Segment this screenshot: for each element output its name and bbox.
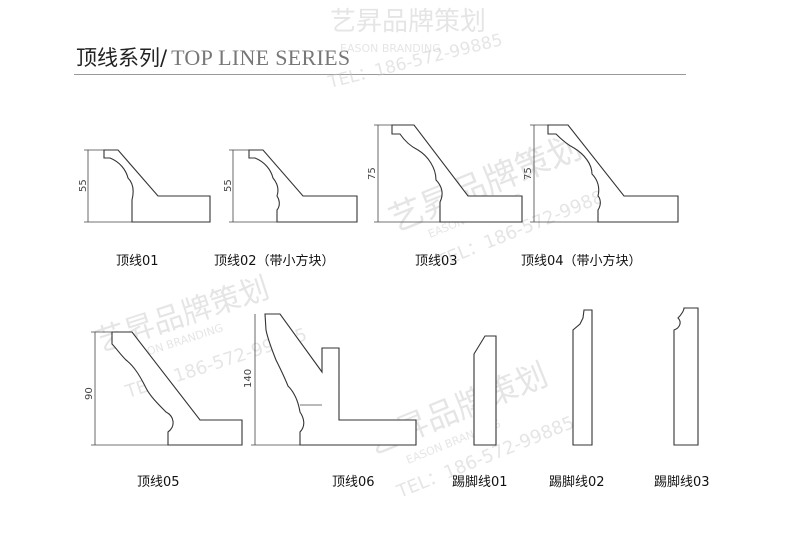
profile-skirting-01: 踢脚线01	[452, 335, 508, 490]
profile-shape	[248, 149, 358, 223]
item-label: 踢脚线03	[654, 474, 710, 490]
dimension-value: 90	[84, 387, 95, 400]
profile-shape	[673, 307, 699, 446]
title-rule	[74, 74, 686, 75]
title-separator: /	[160, 46, 168, 70]
dimension-value: 75	[523, 167, 534, 180]
dimension-value: 75	[367, 167, 378, 180]
item-label: 顶线06	[332, 475, 375, 490]
dimension-value: 55	[78, 179, 89, 192]
page-title: 顶线系列/TOP LINE SERIES	[76, 42, 350, 72]
profile-shape	[547, 124, 679, 223]
item-label: 踢脚线01	[452, 474, 508, 490]
item-label: 顶线03	[415, 254, 458, 269]
item-label: 顶线04（带小方块）	[521, 253, 642, 269]
item-label: 顶线05	[137, 475, 180, 490]
profile-shape	[264, 313, 417, 446]
profile-top-line-05: 90 顶线05	[84, 331, 243, 490]
title-chinese: 顶线系列	[76, 46, 160, 70]
watermark-brand-1: 艺昇品牌策划	[330, 7, 486, 37]
item-label: 踢脚线02	[549, 474, 605, 490]
profile-top-line-02: 55 顶线02（带小方块）	[214, 149, 358, 269]
profile-shape	[473, 335, 497, 446]
profile-shape	[111, 331, 243, 446]
profile-skirting-02: 踢脚线02	[549, 309, 605, 490]
profile-shape	[572, 309, 593, 446]
profile-shape	[103, 149, 211, 223]
profile-shape	[391, 124, 523, 223]
profile-skirting-03: 踢脚线03	[654, 307, 710, 490]
item-label: 顶线02（带小方块）	[214, 253, 335, 269]
item-label: 顶线01	[116, 254, 159, 269]
profile-top-line-06: 140 顶线06	[243, 313, 417, 490]
title-english: TOP LINE SERIES	[171, 45, 351, 70]
profile-top-line-04: 75 顶线04（带小方块）	[521, 124, 679, 269]
profile-top-line-01: 55 顶线01	[78, 149, 211, 269]
profile-top-line-03: 75 顶线03	[367, 124, 523, 269]
watermark-tel-1: TEL：186-572-99885	[325, 30, 504, 93]
dimension-value: 55	[223, 179, 234, 192]
dimension-value: 140	[243, 369, 254, 388]
watermark-brand-en-1: EASON BRANDING	[340, 42, 441, 55]
